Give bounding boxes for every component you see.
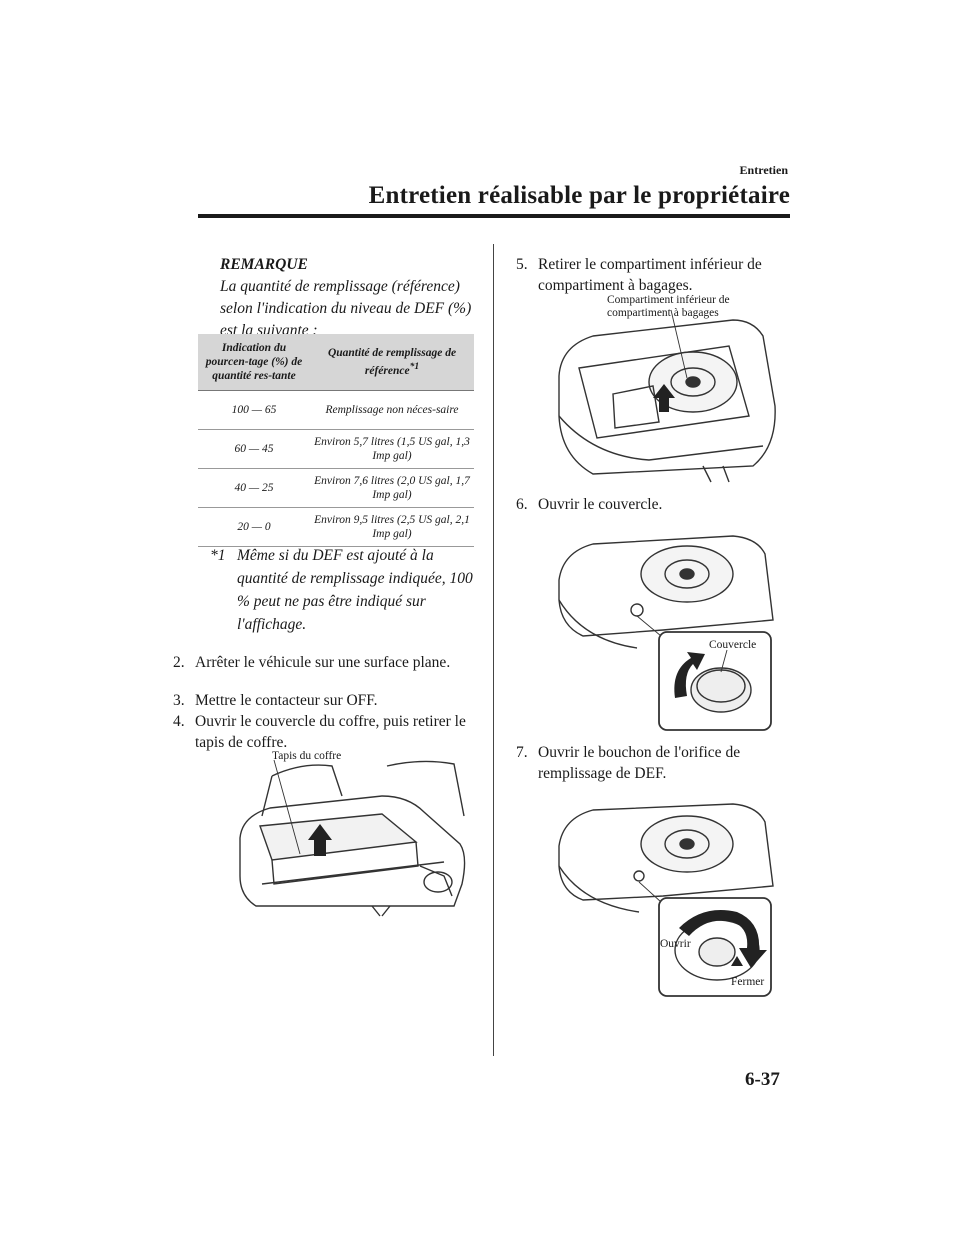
- table-cell-quantity: Remplissage non néces-saire: [310, 390, 474, 430]
- note-heading: REMARQUE: [220, 256, 308, 273]
- step-text: Arrêter le véhicule sur une surface plan…: [195, 654, 451, 671]
- page-title: Entretien réalisable par le propriétaire: [368, 182, 790, 209]
- step-number: 3.: [173, 692, 185, 709]
- step-6: 6. Ouvrir le couvercle.: [516, 494, 796, 515]
- table-row: 60 — 45 Environ 5,7 litres (1,5 US gal, …: [198, 429, 474, 469]
- trunk-mat-illustration: [239, 759, 466, 917]
- table-cell-indication: 20 — 0: [198, 507, 310, 547]
- step-2: 2. Arrêter le véhicule sur une surface p…: [173, 652, 473, 673]
- step-5: 5. Retirer le compartiment inférieur de …: [516, 254, 796, 296]
- cover-illustration: [558, 535, 774, 731]
- column-divider: [493, 244, 494, 1056]
- callout-tapis: Tapis du coffre: [272, 750, 342, 762]
- table-cell-indication: 100 — 65: [198, 390, 310, 430]
- step-7: 7. Ouvrir le bouchon de l'orifice de rem…: [516, 742, 796, 784]
- table-row: 20 — 0 Environ 9,5 litres (2,5 US gal, 2…: [198, 507, 474, 547]
- step-3: 3. Mettre le contacteur sur OFF.: [173, 690, 473, 711]
- callout-ouvrir: Ouvrir: [660, 938, 691, 950]
- table-header-quantity: Quantité de remplissage de référence*1: [310, 334, 474, 391]
- def-cap-illustration: [558, 803, 774, 997]
- step-text: Ouvrir le bouchon de l'orifice de rempli…: [538, 744, 741, 782]
- table-cell-quantity: Environ 9,5 litres (2,5 US gal, 2,1 Imp …: [310, 507, 474, 547]
- reference-table: Indication du pourcen-tage (%) de quanti…: [198, 334, 474, 547]
- table-cell-indication: 40 — 25: [198, 468, 310, 508]
- step-text: Mettre le contacteur sur OFF.: [195, 692, 378, 709]
- table-header-row: Indication du pourcen-tage (%) de quanti…: [198, 334, 474, 391]
- step-number: 6.: [516, 496, 528, 513]
- step-text: Ouvrir le couvercle du coffre, puis reti…: [195, 713, 466, 751]
- step-number: 4.: [173, 713, 185, 730]
- step-4: 4. Ouvrir le couvercle du coffre, puis r…: [173, 711, 468, 753]
- table-header-quantity-label: Quantité de remplissage de référence: [327, 347, 457, 377]
- lower-compartment-illustration: [558, 309, 776, 483]
- table-cell-quantity: Environ 5,7 litres (1,5 US gal, 1,3 Imp …: [310, 429, 474, 469]
- note-block: REMARQUE La quantité de remplissage (réf…: [220, 254, 490, 342]
- table-row: 40 — 25 Environ 7,6 litres (2,0 US gal, …: [198, 468, 474, 508]
- callout-fermer: Fermer: [731, 976, 765, 988]
- step-text: Ouvrir le couvercle.: [538, 496, 663, 513]
- footnote-mark: *1: [210, 547, 226, 564]
- note-text: La quantité de remplissage (référence) s…: [220, 278, 472, 339]
- footnote-text: Même si du DEF est ajouté à la quantité …: [237, 547, 473, 633]
- step-number: 2.: [173, 654, 185, 671]
- footnote: *1 Même si du DEF est ajouté à la quanti…: [210, 544, 485, 636]
- table-row: 100 — 65 Remplissage non néces-saire: [198, 390, 474, 430]
- table-cell-quantity: Environ 7,6 litres (2,0 US gal, 1,7 Imp …: [310, 468, 474, 508]
- header-rule: [198, 214, 790, 218]
- step-number: 5.: [516, 256, 528, 273]
- table-header-indication: Indication du pourcen-tage (%) de quanti…: [198, 334, 310, 391]
- step-number: 7.: [516, 744, 528, 761]
- step-text: Retirer le compartiment inférieur de com…: [538, 256, 762, 294]
- table-header-footnote-ref: *1: [409, 361, 420, 373]
- section-label: Entretien: [739, 163, 788, 177]
- callout-couvercle: Couvercle: [709, 639, 757, 651]
- callout-compartiment: Compartiment inférieur de compartiment à…: [607, 294, 730, 319]
- table-cell-indication: 60 — 45: [198, 429, 310, 469]
- page-number: 6-37: [745, 1069, 780, 1090]
